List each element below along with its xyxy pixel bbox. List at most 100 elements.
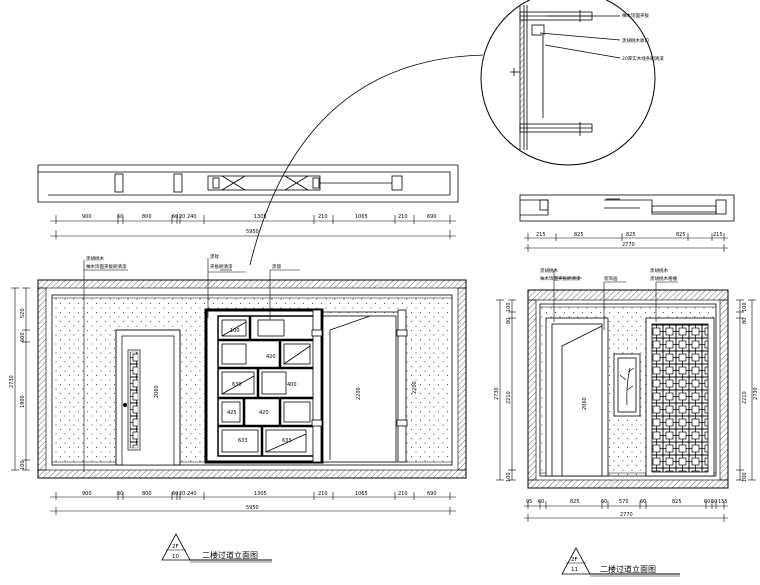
right-plan-dimensions: 215 825 825 825 215 2770	[524, 232, 728, 252]
shelf-dim-3: 630	[232, 382, 242, 388]
right-plan-dim-5: 215	[713, 232, 723, 238]
left-bdim-6: 240	[187, 491, 197, 497]
detail-note-3: 20厚实木线条刷清漆	[622, 55, 664, 62]
left-vdim-4: 100	[20, 460, 26, 470]
decorative-painting	[613, 353, 641, 417]
right-elevation-left-dims: 100 80 2210 100 2730	[494, 299, 516, 482]
right-lvdim-total: 2730	[494, 387, 500, 400]
shelf-dim-6: 420	[259, 410, 269, 416]
left-note-2: 柚木饰面夹板刷清漆	[86, 263, 127, 270]
left-elevation-vertical-dims: 520 600 1900 100 2730	[9, 287, 30, 471]
right-plan-view	[519, 194, 735, 222]
right-note-3: 装饰画	[604, 275, 618, 282]
right-lvdim-2: 80	[506, 318, 512, 324]
right-plan-dim-3: 825	[626, 232, 636, 238]
left-note-3: 黑钛	[210, 253, 219, 260]
left-bdim-11: 690	[427, 491, 437, 497]
left-tag-bottom: 10	[172, 554, 179, 560]
left-bdim-7: 1305	[254, 491, 267, 497]
right-bdim-1: 95	[526, 499, 532, 505]
left-elevation-title-block: 2F 10 二楼过道立面图	[161, 533, 272, 563]
left-bookshelf	[204, 308, 324, 464]
left-elevation: 2060	[37, 253, 467, 479]
left-elevation-title: 二楼过道立面图	[202, 550, 258, 560]
shelf-dim-2: 420	[266, 354, 276, 360]
left-bdim-2: 60	[117, 491, 123, 497]
right-bdim-10: 155	[718, 499, 728, 505]
left-door	[115, 329, 181, 466]
detail-note-1: 柚木饰面夹板	[622, 12, 649, 19]
left-vdim-3: 1900	[20, 395, 26, 408]
left-plan-dim-1: 900	[82, 214, 92, 220]
right-elevation: 2060 黑胡桃木 柚木饰面夹板刷清漆 装饰画 黑胡桃木 黑胡桃木格栅	[527, 267, 729, 489]
right-bdim-8: 60	[704, 499, 710, 505]
right-elevation-right-dims: 100 80 2210 100 2730	[736, 299, 759, 482]
left-bdim-total: 5950	[246, 505, 259, 511]
left-plan-dim-2: 60	[117, 214, 123, 220]
right-plan-dim-4: 825	[676, 232, 686, 238]
right-rvdim-4: 100	[742, 472, 748, 482]
shelf-dim-8: 633	[282, 438, 292, 444]
left-plan-dim-9: 1065	[355, 214, 368, 220]
right-bdim-6: 60	[640, 499, 646, 505]
detail-callout: 柚木饰面夹板 黑胡桃木收口 20厚实木线条刷清漆	[480, 0, 664, 166]
right-lvdim-3: 2210	[506, 391, 512, 404]
right-bdim-total: 2770	[620, 512, 633, 518]
left-bdim-3: 800	[142, 491, 152, 497]
left-bdim-10: 210	[398, 491, 408, 497]
shelf-dim-1: 100	[230, 328, 240, 334]
right-door-height: 2060	[582, 397, 588, 410]
detail-note-2: 黑胡桃木收口	[622, 37, 649, 44]
left-vdim-1: 520	[20, 308, 26, 318]
right-elevation-bottom-dims: 95 60 825 60 570 60 825 60 60 155 2770	[524, 499, 728, 522]
right-bdim-2: 60	[538, 499, 544, 505]
left-opening-height: 2200	[356, 387, 362, 400]
right-bdim-9: 60	[711, 499, 717, 505]
right-tag-bottom: 11	[571, 567, 578, 573]
left-door-height: 2060	[154, 385, 160, 398]
left-tag-top: 2F	[172, 544, 179, 550]
shelf-dim-7: 633	[238, 438, 248, 444]
right-bdim-5: 570	[619, 499, 629, 505]
left-plan-dimensions: 900 60 800 60 20 240 1305 210 1065 210 6…	[50, 214, 456, 239]
left-note-1: 黑胡桃木	[86, 255, 104, 262]
right-lvdim-1: 100	[506, 302, 512, 312]
right-rvdim-2: 80	[742, 318, 748, 324]
callout-leader-arc	[249, 54, 484, 266]
right-plan-total: 2770	[622, 242, 635, 248]
shelf-dim-5: 425	[227, 410, 237, 416]
left-bdim-9: 1065	[355, 491, 368, 497]
right-bdim-3: 825	[570, 499, 580, 505]
left-plan-dim-7: 1305	[254, 214, 267, 220]
left-bdim-8: 210	[318, 491, 328, 497]
lattice-door	[645, 317, 715, 477]
right-bdim-7: 825	[672, 499, 682, 505]
right-elevation-title-block: 2F 11 二楼过道立面图	[561, 547, 680, 577]
right-note-5: 黑胡桃木格栅	[650, 275, 677, 282]
right-rvdim-total: 2730	[753, 387, 759, 400]
right-tag-top: 2F	[571, 557, 578, 563]
left-plan-dim-11: 690	[427, 214, 437, 220]
left-note-4: 夹板刷清漆	[210, 263, 233, 270]
left-plan-dim-4: 60	[172, 214, 178, 220]
left-plan-dim-5: 20	[179, 214, 185, 220]
left-vdim-total: 2730	[9, 375, 15, 388]
right-bdim-4: 60	[601, 499, 607, 505]
left-plan-view	[37, 164, 459, 203]
right-note-2: 柚木饰面夹板刷清漆	[540, 275, 581, 282]
left-plan-total: 5950	[246, 229, 259, 235]
left-elevation-bottom-dims: 900 60 800 60 20 240 1305 210 1065 210 6…	[50, 491, 456, 515]
left-plan-dim-3: 800	[142, 214, 152, 220]
left-plan-dim-10: 210	[398, 214, 408, 220]
left-bdim-4: 60	[172, 491, 178, 497]
right-plan-dim-2: 825	[574, 232, 584, 238]
left-plan-dim-6: 240	[187, 214, 197, 220]
right-note-4: 黑胡桃木	[650, 267, 668, 274]
right-plan-dim-1: 215	[536, 232, 546, 238]
right-door	[545, 317, 609, 477]
shelf-dim-4: 400	[287, 382, 297, 388]
right-elevation-title: 二楼过道立面图	[600, 564, 656, 574]
right-lvdim-4: 100	[506, 472, 512, 482]
left-bdim-5: 20	[179, 491, 185, 497]
